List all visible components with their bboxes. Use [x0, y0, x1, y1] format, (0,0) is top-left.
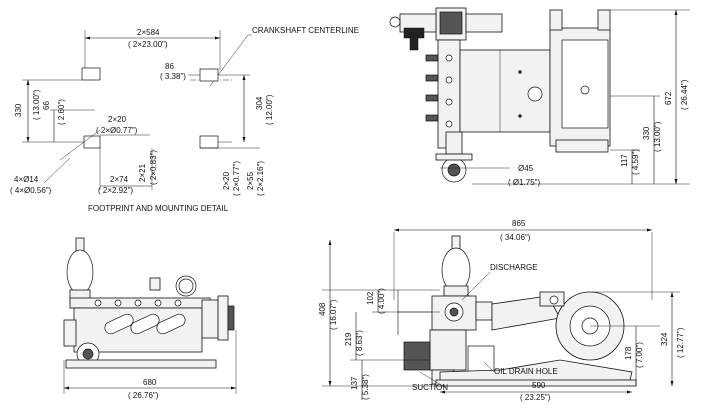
dim-74-inch: ( 2×2.92"): [98, 186, 133, 195]
dim-74: 2×74: [110, 175, 129, 184]
side-dim-408: 408: [318, 302, 327, 316]
side-dim-178-inch: ( 7.00"): [635, 342, 644, 368]
dim-21: 2×21: [138, 163, 147, 182]
side-dim-102: 102: [366, 291, 375, 305]
dim-86-inch: ( 3.38"): [160, 72, 186, 81]
top-dim-117-inch: ( 4.59"): [631, 149, 640, 175]
dim-4x14-inch: ( 4×Ø0.56"): [10, 186, 52, 195]
side-dim-590: 590: [532, 381, 546, 390]
dim-55: 2×55: [246, 171, 255, 190]
dim-330: 330: [14, 103, 23, 117]
top-dim-672: 672: [664, 91, 673, 105]
cylinder-slots: [104, 313, 186, 335]
front-dim-680: 680: [143, 378, 157, 387]
top-dim-330: 330: [642, 126, 651, 140]
suction-label: SUCTION: [412, 383, 448, 392]
dim-hole-20-inch: ( 2×Ø0.77"): [96, 126, 138, 135]
top-view: 672 ( 26.44") 330 ( 13.00") 117 ( 4.59")…: [389, 7, 690, 187]
dim-304: 304: [255, 96, 264, 110]
front-view: 680 ( 26.76"): [63, 237, 237, 400]
dim-304-inch: ( 12.00"): [265, 94, 274, 125]
dim-66: 66: [42, 101, 51, 110]
footprint-caption: FOOTPRINT AND MOUNTING DETAIL: [88, 204, 229, 213]
side-dim-408-inch: ( 16.07"): [329, 299, 338, 330]
side-dim-219-inch: ( 8.63"): [355, 330, 364, 356]
dim-66-inch: ( 2.60"): [57, 99, 66, 125]
oil-drain-label: OIL DRAIN HOLE: [494, 367, 558, 376]
dim-55-inch: ( 2×2.16"): [256, 161, 265, 196]
side-dim-102-inch: ( 4.00"): [377, 288, 386, 314]
side-dim-324: 324: [660, 332, 669, 346]
dim-86: 86: [165, 62, 174, 71]
top-dim-d45: Ø45: [518, 164, 534, 173]
dim-584: 2×584: [137, 28, 160, 37]
side-dim-137-inch: ( 5.38"): [361, 374, 370, 400]
dim-330-inch: ( 13.00"): [32, 89, 41, 120]
discharge-label: DISCHARGE: [490, 263, 538, 272]
top-dim-330-inch: ( 13.00"): [653, 121, 662, 152]
crankshaft-centerline-label: CRANKSHAFT CENTERLINE: [252, 26, 359, 35]
fluid-end-bolts: [445, 54, 453, 128]
dim-20b: 2×20: [222, 171, 231, 190]
side-dim-865: 865: [512, 219, 526, 228]
dim-21-inch: ( 2×0.83"): [149, 150, 158, 185]
side-view: 865 ( 34.06") DISCHARGE: [318, 219, 685, 402]
dim-4x14: 4×Ø14: [14, 175, 39, 184]
side-dim-865-inch: ( 34.06"): [500, 233, 531, 242]
side-dim-590-inch: ( 23.25"): [520, 393, 551, 402]
top-dim-672-inch: ( 26.44"): [680, 79, 689, 110]
side-dim-137: 137: [350, 376, 359, 390]
dim-20b-inch: ( 2×0.77"): [232, 161, 241, 196]
dim-584-inch: ( 2×23.00"): [128, 40, 168, 49]
dim-hole-20: 2×20: [108, 115, 127, 124]
footprint-detail: 2×584 ( 2×23.00") CRANKSHAFT CENTERLINE …: [10, 26, 359, 213]
side-dim-178: 178: [624, 346, 633, 360]
front-dim-680-inch: ( 26.76"): [128, 391, 159, 400]
side-dim-219: 219: [344, 332, 353, 346]
side-valves: [425, 54, 439, 122]
side-dim-324-inch: ( 12.77"): [676, 327, 685, 358]
top-dim-117: 117: [620, 154, 629, 167]
top-dim-d45-inch: ( Ø1.75"): [508, 178, 541, 187]
top-rail-bolts: [94, 299, 182, 307]
